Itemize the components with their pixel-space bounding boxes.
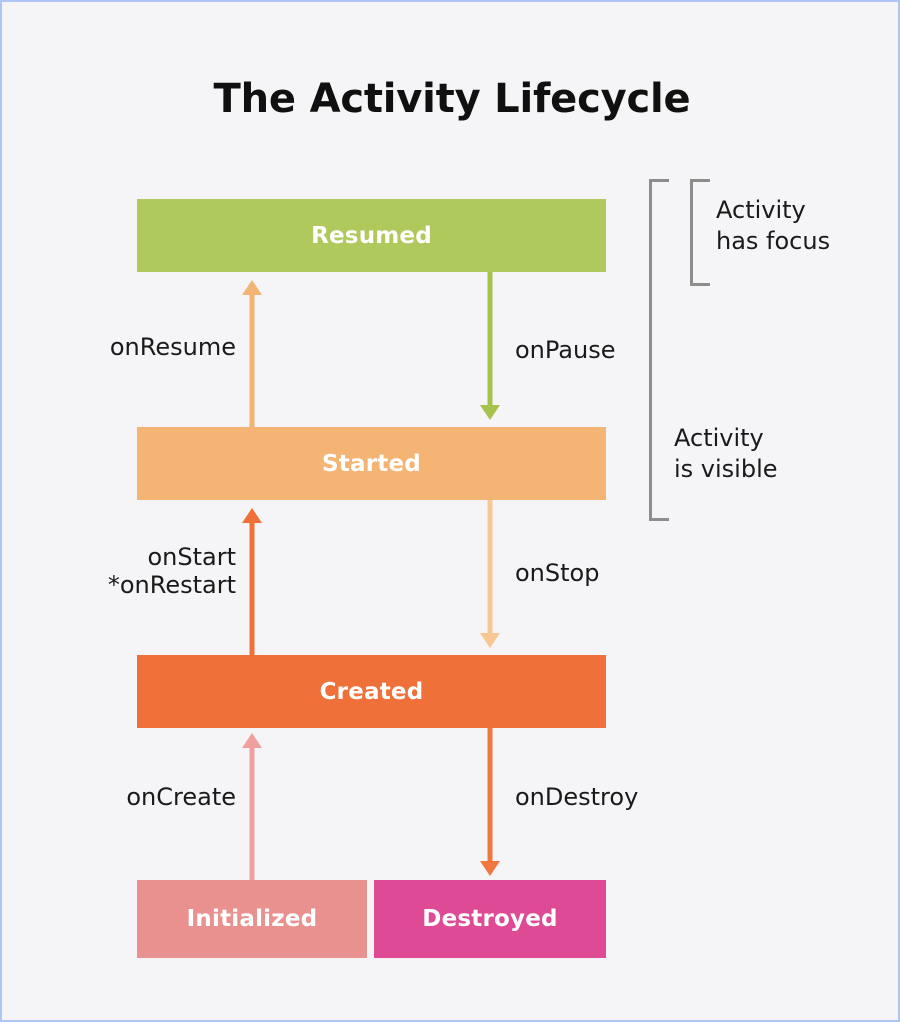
arrow-onresume <box>241 280 263 427</box>
arrowshaft-ondestroy <box>487 728 493 862</box>
arrowshaft-onstop <box>487 500 493 634</box>
arrowshaft-onpause <box>487 272 493 406</box>
arrow-ondestroy <box>479 728 501 876</box>
edge-label-onstart-onrestart: onStart *onRestart <box>107 543 236 599</box>
edge-label-ondestroy: onDestroy <box>515 783 639 811</box>
arrowhead-oncreate <box>242 733 262 748</box>
arrowhead-onpause <box>480 405 500 420</box>
page-title: The Activity Lifecycle <box>213 76 691 122</box>
bracket-label-activity-has-focus: Activity has focus <box>716 196 831 256</box>
state-box-initialized: Initialized <box>137 880 367 958</box>
bracket-activity-has-focus <box>690 179 710 286</box>
arrowshaft-oncreate <box>249 747 255 880</box>
edge-label-onresume: onResume <box>109 333 236 361</box>
state-box-destroyed: Destroyed <box>374 880 606 958</box>
state-box-started: Started <box>137 427 606 500</box>
arrowhead-onstop <box>480 633 500 648</box>
arrowshaft-onstart <box>249 522 255 655</box>
bracket-label-activity-is-visible: Activity is visible <box>674 424 778 484</box>
arrowhead-onresume <box>242 280 262 295</box>
arrowhead-onstart <box>242 508 262 523</box>
bracket-activity-is-visible <box>649 179 669 521</box>
arrowhead-ondestroy <box>480 861 500 876</box>
arrow-onstop <box>479 500 501 648</box>
arrow-onpause <box>479 272 501 420</box>
state-box-resumed: Resumed <box>137 199 606 272</box>
arrow-onstart <box>241 508 263 655</box>
edge-label-oncreate: onCreate <box>126 783 236 811</box>
arrowshaft-onresume <box>249 294 255 427</box>
edge-label-onpause: onPause <box>515 336 616 364</box>
edge-label-onstop: onStop <box>515 559 600 587</box>
arrow-oncreate <box>241 733 263 880</box>
state-box-created: Created <box>137 655 606 728</box>
